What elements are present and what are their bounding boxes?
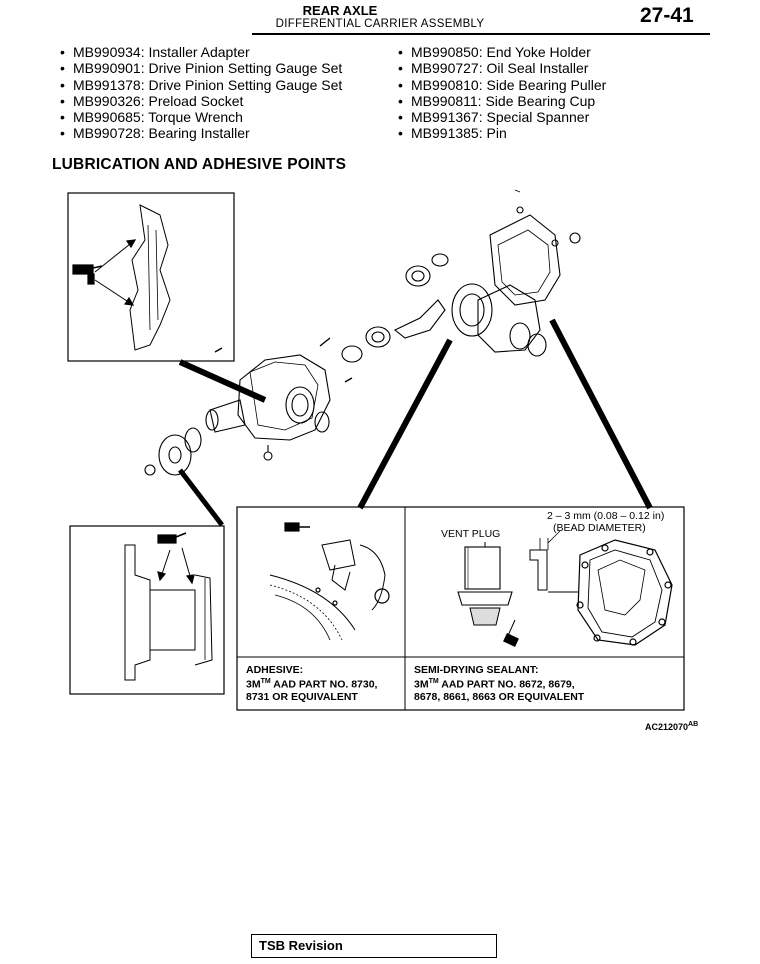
grease-gun-icon (157, 532, 187, 544)
sealant-caption-line3: 8678, 8661, 8663 OR EQUIVALENT (414, 690, 585, 703)
tsb-revision-label: TSB Revision (259, 938, 343, 953)
page-header-subtitle: DIFFERENTIAL CARRIER ASSEMBLY (275, 18, 485, 30)
page-number: 27-41 (640, 4, 694, 27)
vent-plug-label: VENT PLUG (441, 528, 501, 540)
special-tools-list-left: MB990934: Installer Adapter MB990901: Dr… (60, 44, 342, 142)
tool-item: MB990850: End Yoke Holder (398, 44, 606, 61)
figure-code: AC212070AB (645, 721, 699, 732)
tsb-revision-box (251, 934, 497, 958)
adhesive-tube-icon (284, 522, 310, 532)
tool-item: MB991367: Special Spanner (398, 109, 606, 126)
bead-diameter-label-1: 2 – 3 mm (0.08 – 0.12 in) (547, 510, 665, 522)
special-tools-list-right: MB990850: End Yoke Holder MB990727: Oil … (398, 44, 606, 142)
sealant-caption-line1: SEMI-DRYING SEALANT: (414, 664, 539, 676)
page-header-title: REAR AXLE (302, 3, 378, 18)
tool-item: MB990810: Side Bearing Puller (398, 77, 606, 94)
tool-item: MB990728: Bearing Installer (60, 125, 342, 142)
tool-item: MB990934: Installer Adapter (60, 44, 342, 61)
header-rule (252, 33, 710, 35)
adhesive-caption-line3: 8731 OR EQUIVALENT (246, 690, 358, 703)
tool-item: MB990727: Oil Seal Installer (398, 60, 606, 77)
tool-item: MB990901: Drive Pinion Setting Gauge Set (60, 60, 342, 77)
sealant-caption-line2: 3MTM AAD PART NO. 8672, 8679, (414, 678, 575, 691)
tool-item: MB990326: Preload Socket (60, 93, 342, 110)
leader-lines (178, 318, 653, 527)
sealant-caption: SEMI-DRYING SEALANT: 3MTM AAD PART NO. 8… (414, 664, 584, 703)
sealant-tube-icon (503, 633, 519, 647)
adhesive-caption: ADHESIVE: 3MTM AAD PART NO. 8730, 8731 O… (246, 664, 377, 703)
tool-item: MB990811: Side Bearing Cup (398, 93, 606, 110)
section-heading: LUBRICATION AND ADHESIVE POINTS (52, 156, 347, 173)
adhesive-sealant-panel (236, 506, 685, 711)
bead-diameter-label-2: (BEAD DIAMETER) (553, 522, 646, 534)
detail-box-companion-flange (69, 525, 225, 695)
detail-box-pinion-seal (67, 192, 235, 362)
tool-item: MB991378: Drive Pinion Setting Gauge Set (60, 77, 342, 94)
adhesive-caption-line2: 3MTM AAD PART NO. 8730, (246, 678, 378, 691)
adhesive-caption-line1: ADHESIVE: (246, 664, 304, 676)
tool-item: MB990685: Torque Wrench (60, 109, 342, 126)
differential-assembly-drawing (144, 189, 581, 476)
grease-gun-icon (72, 264, 103, 285)
tool-item: MB991385: Pin (398, 125, 606, 142)
